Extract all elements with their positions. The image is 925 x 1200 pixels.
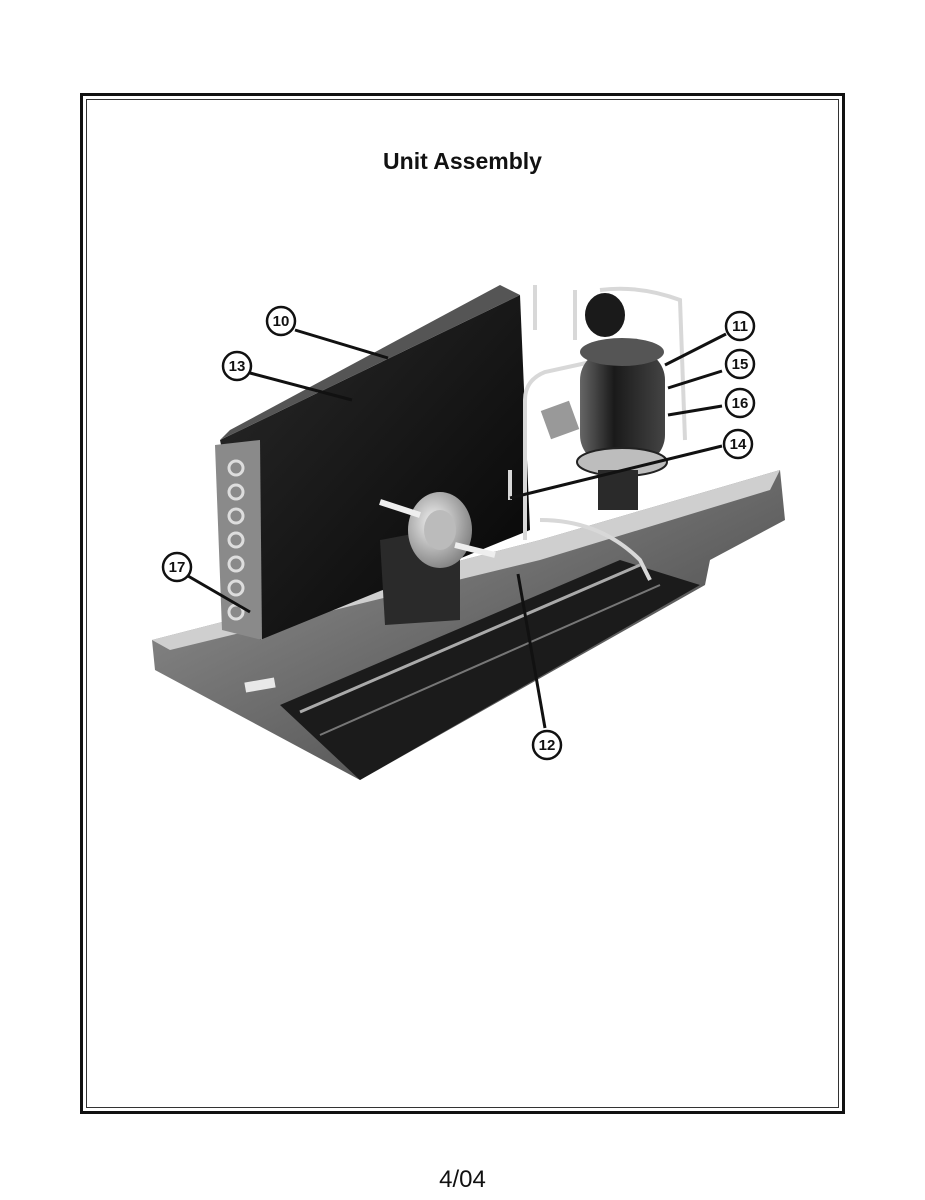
callout-11: 11 [724,310,756,342]
callout-15: 15 [724,348,756,380]
callout-14: 14 [722,428,754,460]
callout-13-label: 13 [229,358,246,375]
callout-13: 13 [221,350,253,382]
callout-10-label: 10 [273,313,290,330]
callout-12-label: 12 [539,737,556,754]
page-frame-inner [86,99,839,1108]
callout-15-label: 15 [732,356,749,373]
compressor [540,293,668,510]
leader-16 [667,404,723,417]
leader-11 [664,332,727,367]
leader-10 [294,328,389,360]
callout-16-label: 16 [732,395,749,412]
callout-17-label: 17 [169,559,186,576]
page-frame [80,93,845,1114]
callout-12: 12 [531,729,563,761]
fan-motor [379,492,496,625]
callout-11-label: 11 [732,318,748,335]
callout-16: 16 [724,387,756,419]
leader-13 [249,371,353,402]
refrigerant-tubing [508,285,687,581]
callout-14-label: 14 [730,436,747,453]
leader-14 [509,444,723,500]
leader-15 [667,369,723,390]
callout-17: 17 [161,551,193,583]
page-footer-date: 4/04 [439,1166,486,1193]
leader-lines [187,328,727,729]
leader-12 [516,573,547,729]
callout-10: 10 [265,305,297,337]
leader-17 [187,574,251,614]
page-title: Unit Assembly [383,148,542,174]
